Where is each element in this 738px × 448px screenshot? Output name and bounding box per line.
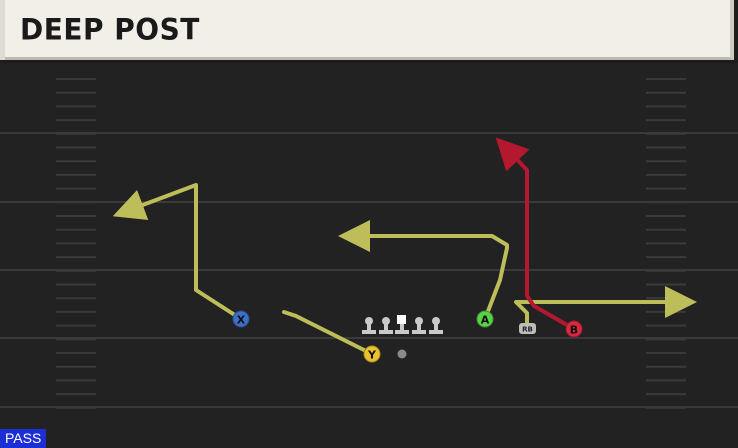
play-title: DEEP POST <box>20 12 200 47</box>
lineman <box>429 317 443 334</box>
route-y <box>282 310 374 356</box>
lineman <box>412 317 426 334</box>
center <box>395 315 409 334</box>
title-bar: DEEP POST <box>0 0 734 60</box>
player-y[interactable]: Y <box>363 345 381 363</box>
player-rb[interactable]: RB <box>519 323 536 334</box>
player-rb-label: RB <box>522 326 533 334</box>
play-field <box>0 63 738 448</box>
mode-badge: PASS <box>0 429 47 448</box>
player-a[interactable]: A <box>476 310 494 328</box>
quarterback <box>397 349 407 359</box>
route-a <box>338 220 509 321</box>
lineman <box>379 317 393 334</box>
player-a-label: A <box>481 314 490 327</box>
player-b[interactable]: B <box>565 320 583 338</box>
player-x[interactable]: X <box>232 310 250 328</box>
lineman <box>362 317 376 334</box>
route-rb <box>514 286 697 328</box>
routes <box>112 183 697 356</box>
player-y-label: Y <box>367 349 377 362</box>
title-accent <box>0 0 5 60</box>
route-x <box>112 183 243 321</box>
yard-lines <box>0 132 738 408</box>
route-b <box>495 137 576 331</box>
offensive-line <box>362 315 443 334</box>
player-x-label: X <box>237 314 246 327</box>
player-b-label: B <box>570 324 578 337</box>
